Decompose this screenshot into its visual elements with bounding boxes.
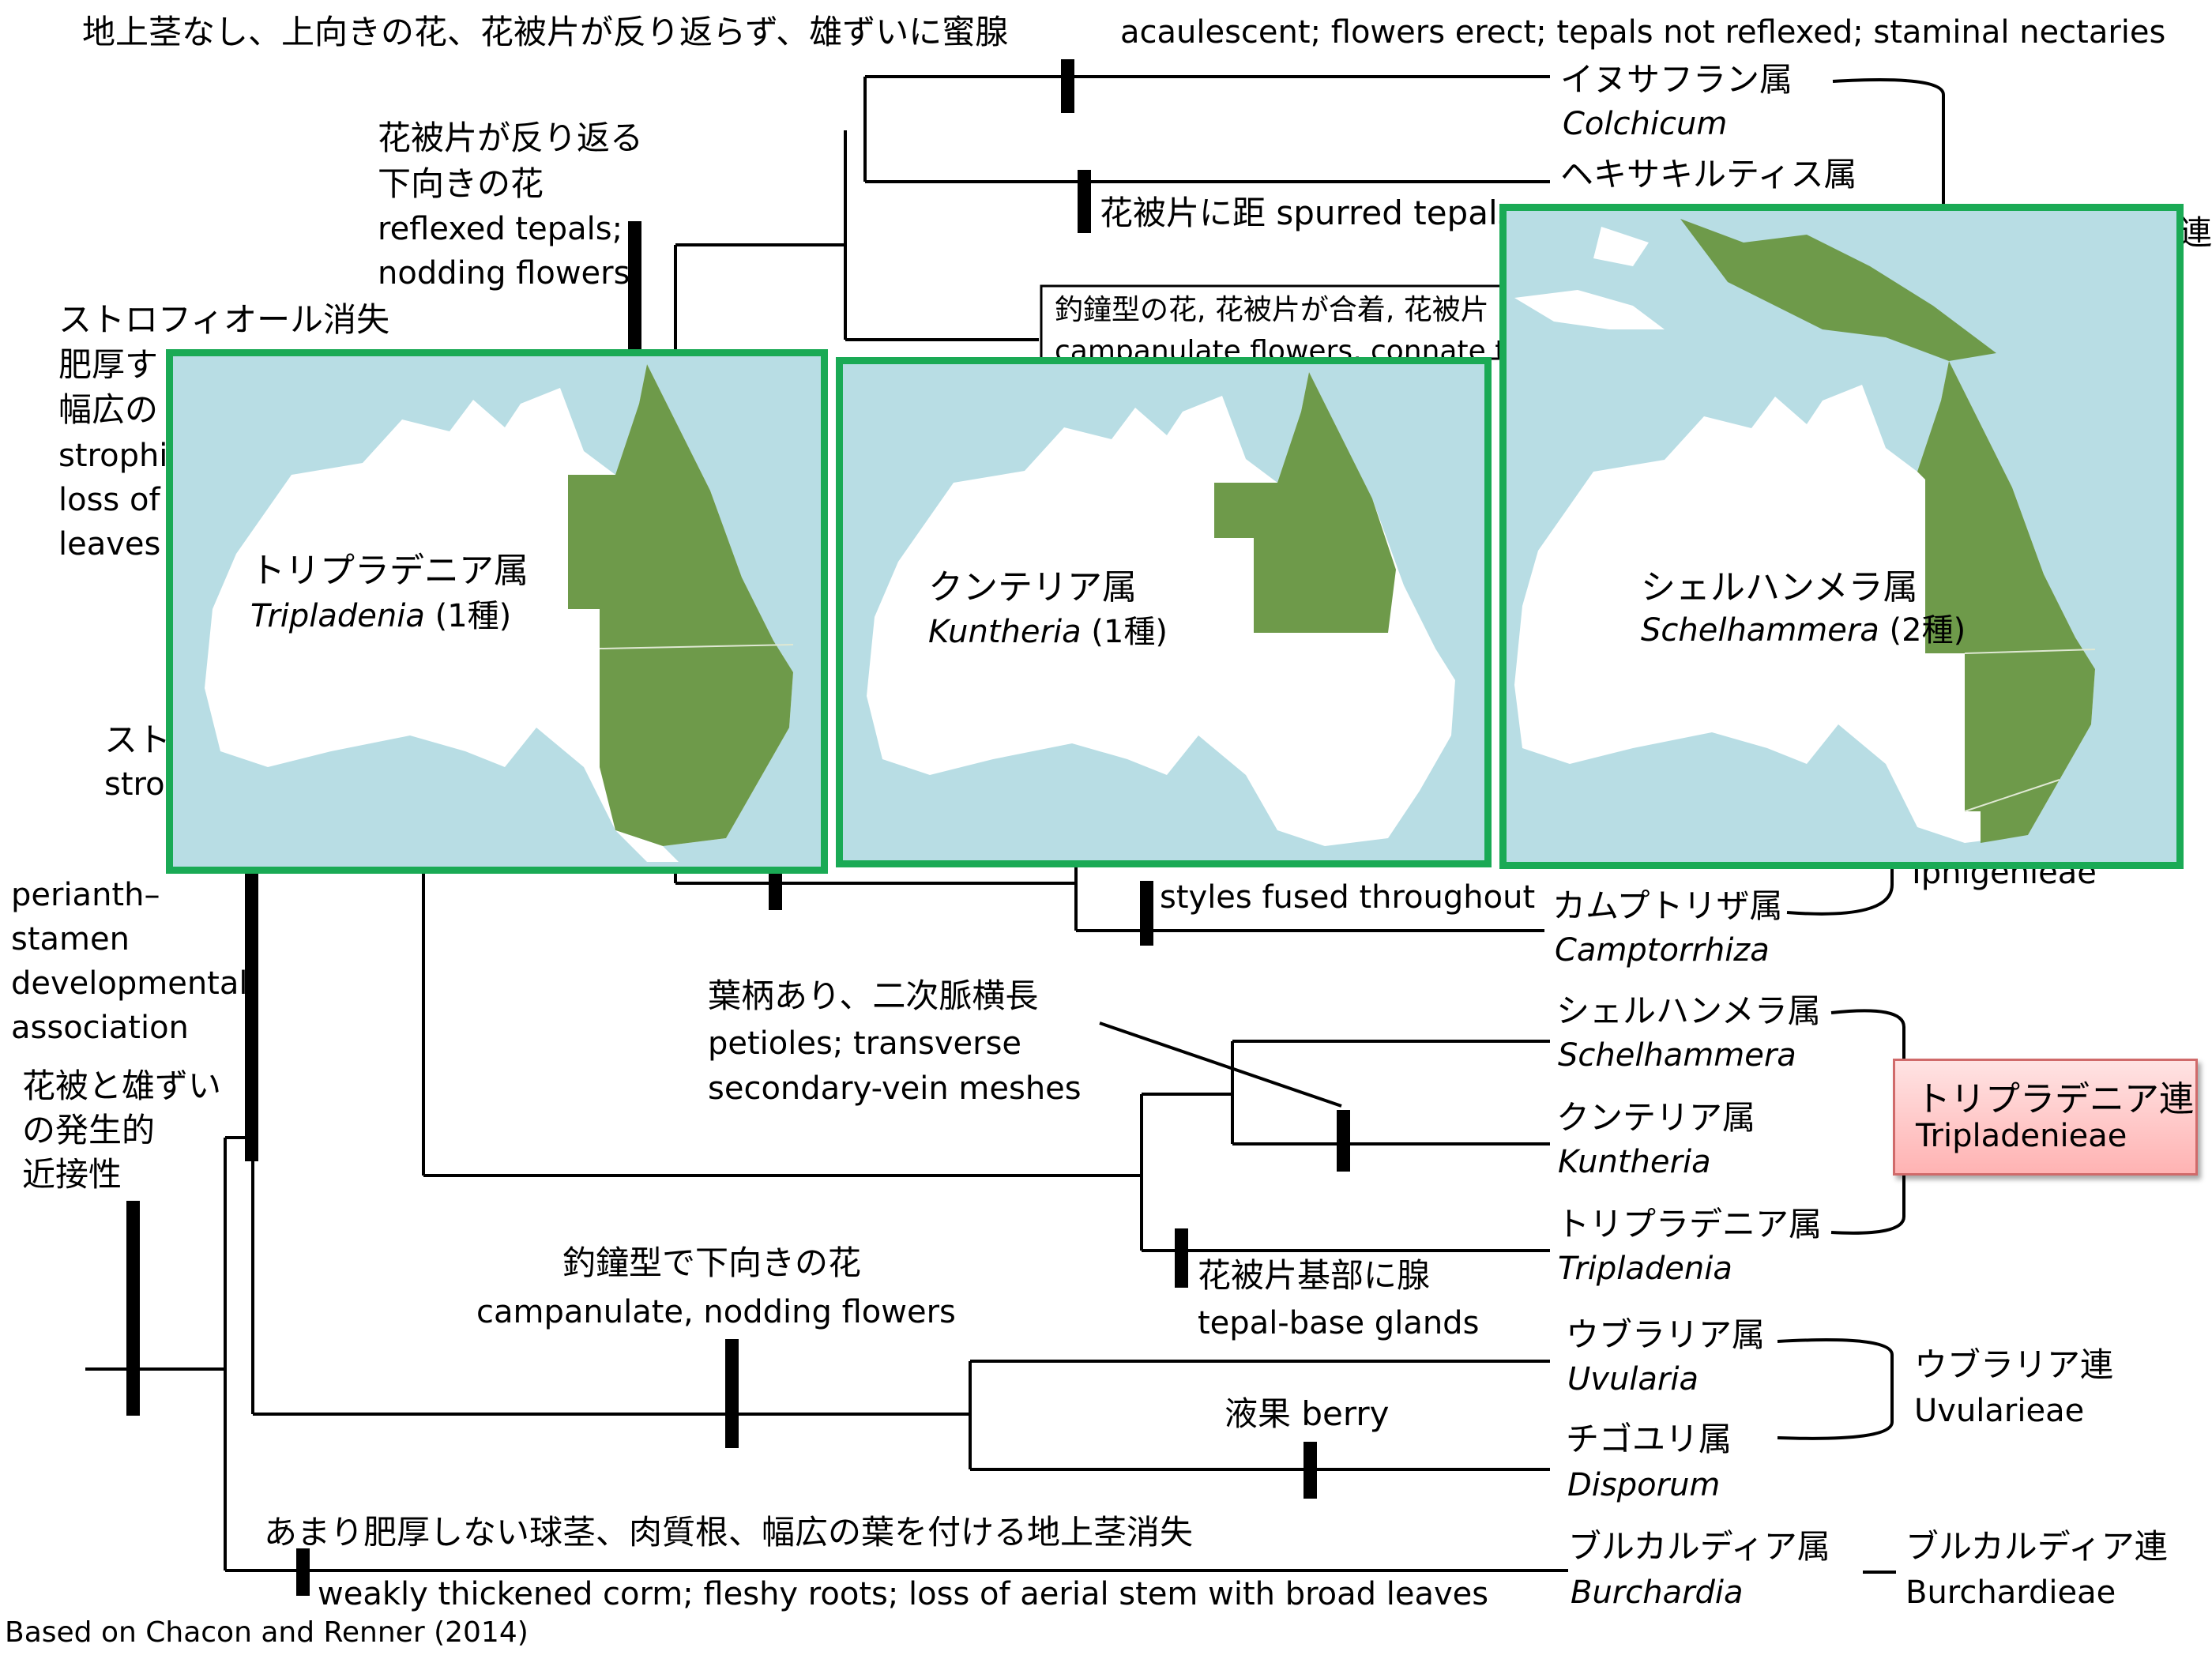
taxon-camptorrhiza-lat: Camptorrhiza [1555, 932, 1770, 969]
map-1-name-jp: トリプラデニア属 [250, 551, 529, 591]
taxon-colchicum-jp: イヌサフラン属 [1560, 60, 1793, 99]
char-campanulate-connate-jp: 釣鐘型の花, 花被片が合着, 花被片 [1055, 294, 1489, 326]
char-styles-fused: styles fused throughout [1160, 879, 1536, 916]
char-corm-en: weakly thickened corm; fleshy roots; los… [318, 1576, 1489, 1612]
char-perianth-1: perianth– [11, 877, 160, 913]
taxon-tripladenia-lat: Tripladenia [1558, 1251, 1732, 1287]
char-petiole-en-2: secondary-vein meshes [708, 1070, 1082, 1107]
char-strophiole-jp-2: 肥厚す [58, 345, 159, 384]
char-reflexed-jp-1: 花被片が反り返る [378, 118, 644, 157]
source-citation: Based on Chacon and Renner (2014) [5, 1616, 529, 1649]
char-stro-jp-partial: スト [104, 720, 171, 759]
char-berry: 液果 berry [1224, 1394, 1390, 1433]
map-1-genus: Tripladenia [250, 598, 425, 634]
taxon-kuntheria-lat: Kuntheria [1558, 1144, 1711, 1180]
header-title-jp: 地上茎なし、上向きの花、花被片が反り返らず、雄ずいに蜜腺 [82, 13, 1009, 51]
taxon-schelhammera-jp: シェルハンメラ属 [1556, 991, 1821, 1030]
tribe-burchardieae-jp: ブルカルディア連 [1905, 1527, 2168, 1566]
map-2-name-lat: Kuntheria (1種) [928, 606, 1168, 652]
char-petiole-jp: 葉柄あり、二次脈横長 [708, 976, 1039, 1015]
char-reflexed-jp-2: 下向きの花 [378, 164, 544, 203]
tribe-colchiceae-partial: 連 [2179, 213, 2212, 252]
char-nodding-en: campanulate, nodding flowers [476, 1294, 956, 1330]
char-petiole-en-1: petioles; transverse [708, 1025, 1022, 1062]
distribution-map-kuntheria: クンテリア属 Kuntheria (1種) [836, 357, 1492, 867]
char-perianth-3: developmental [11, 965, 248, 1002]
char-reflexed-en-2: nodding flowers [378, 255, 630, 292]
map-3-name-jp: シェルハンメラ属 [1641, 567, 1918, 608]
char-perianth-jp-2: の発生的 [22, 1111, 156, 1149]
taxon-burchardia-jp: ブルカルディア属 [1568, 1527, 1830, 1566]
char-strophiole-en-3: leaves [58, 526, 161, 562]
australia-map-2 [867, 372, 1455, 846]
char-corm-jp: あまり肥厚しない球茎、肉質根、幅広の葉を付ける地上茎消失 [264, 1513, 1194, 1552]
taxon-disporum-jp: チゴユリ属 [1566, 1420, 1732, 1458]
char-strophiole-jp-1: ストロフィオール消失 [58, 300, 390, 339]
tribe-burchardieae-en: Burchardieae [1905, 1574, 2116, 1611]
distribution-map-tripladenia: トリプラデニア属 Tripladenia (1種) [166, 349, 828, 874]
distribution-map-schelhammera: シェルハンメラ属 Schelhammera (2種) [1499, 204, 2184, 869]
map-3-name-lat: Schelhammera (2種) [1641, 604, 1966, 650]
char-perianth-4: association [11, 1010, 189, 1046]
char-spurred-tepals: 花被片に距 spurred tepals [1100, 194, 1515, 232]
char-perianth-jp-3: 近接性 [22, 1155, 122, 1194]
char-perianth-jp-1: 花被と雄ずい [22, 1066, 222, 1105]
taxon-uvularia-lat: Uvularia [1567, 1361, 1698, 1398]
map-2-species: (1種) [1091, 614, 1168, 650]
char-nodding-jp: 釣鐘型で下向きの花 [562, 1243, 862, 1282]
taxon-disporum-lat: Disporum [1567, 1467, 1721, 1503]
tribe-uvularieae-en: Uvularieae [1914, 1393, 2085, 1429]
char-tepal-gland-jp: 花被片基部に腺 [1198, 1256, 1431, 1295]
header-title-en: acaulescent; flowers erect; tepals not r… [1120, 14, 2166, 51]
australia-map-3 [1514, 219, 2096, 843]
taxon-kuntheria-jp: クンテリア属 [1556, 1098, 1756, 1137]
char-stro-en-partial: stro [104, 766, 165, 803]
map-2-genus: Kuntheria [928, 614, 1082, 650]
taxon-colchicum-lat: Colchicum [1563, 106, 1728, 142]
australia-map-1 [205, 364, 794, 862]
char-campanulate-connate-en: campanulate flowers, connate tepal [1055, 335, 1567, 359]
map-1-name-lat: Tripladenia (1種) [250, 590, 511, 636]
map-1-species: (1種) [434, 598, 512, 634]
taxon-hexacyrtis-jp: ヘキサキルティス属 [1560, 155, 1857, 194]
tribe-tripladenieae-jp: トリプラデニア連 [1916, 1079, 2194, 1119]
taxon-schelhammera-lat: Schelhammera [1558, 1037, 1796, 1074]
char-reflexed-en-1: reflexed tepals; [378, 211, 623, 247]
tribe-uvularieae-jp: ウブラリア連 [1914, 1345, 2114, 1384]
map-2-name-jp: クンテリア属 [928, 567, 1137, 608]
char-strophiole-en-2: loss of [58, 482, 160, 518]
char-perianth-2: stamen [11, 921, 130, 957]
taxon-burchardia-lat: Burchardia [1571, 1574, 1744, 1611]
map-3-species: (2種) [1889, 612, 1966, 649]
map-3-genus: Schelhammera [1641, 612, 1879, 649]
taxon-tripladenia-jp: トリプラデニア属 [1556, 1205, 1823, 1243]
taxon-camptorrhiza-jp: カムプトリザ属 [1552, 886, 1783, 925]
char-strophiole-en-1: strophi [58, 438, 168, 474]
char-strophiole-jp-3: 幅広の [58, 390, 159, 429]
char-tepal-gland-en: tepal-base glands [1198, 1305, 1480, 1341]
tribe-tripladenieae-en: Tripladenieae [1916, 1118, 2127, 1154]
tribe-tripladenieae-box: トリプラデニア連 Tripladenieae [1893, 1059, 2198, 1176]
taxon-uvularia-jp: ウブラリア属 [1566, 1315, 1766, 1354]
